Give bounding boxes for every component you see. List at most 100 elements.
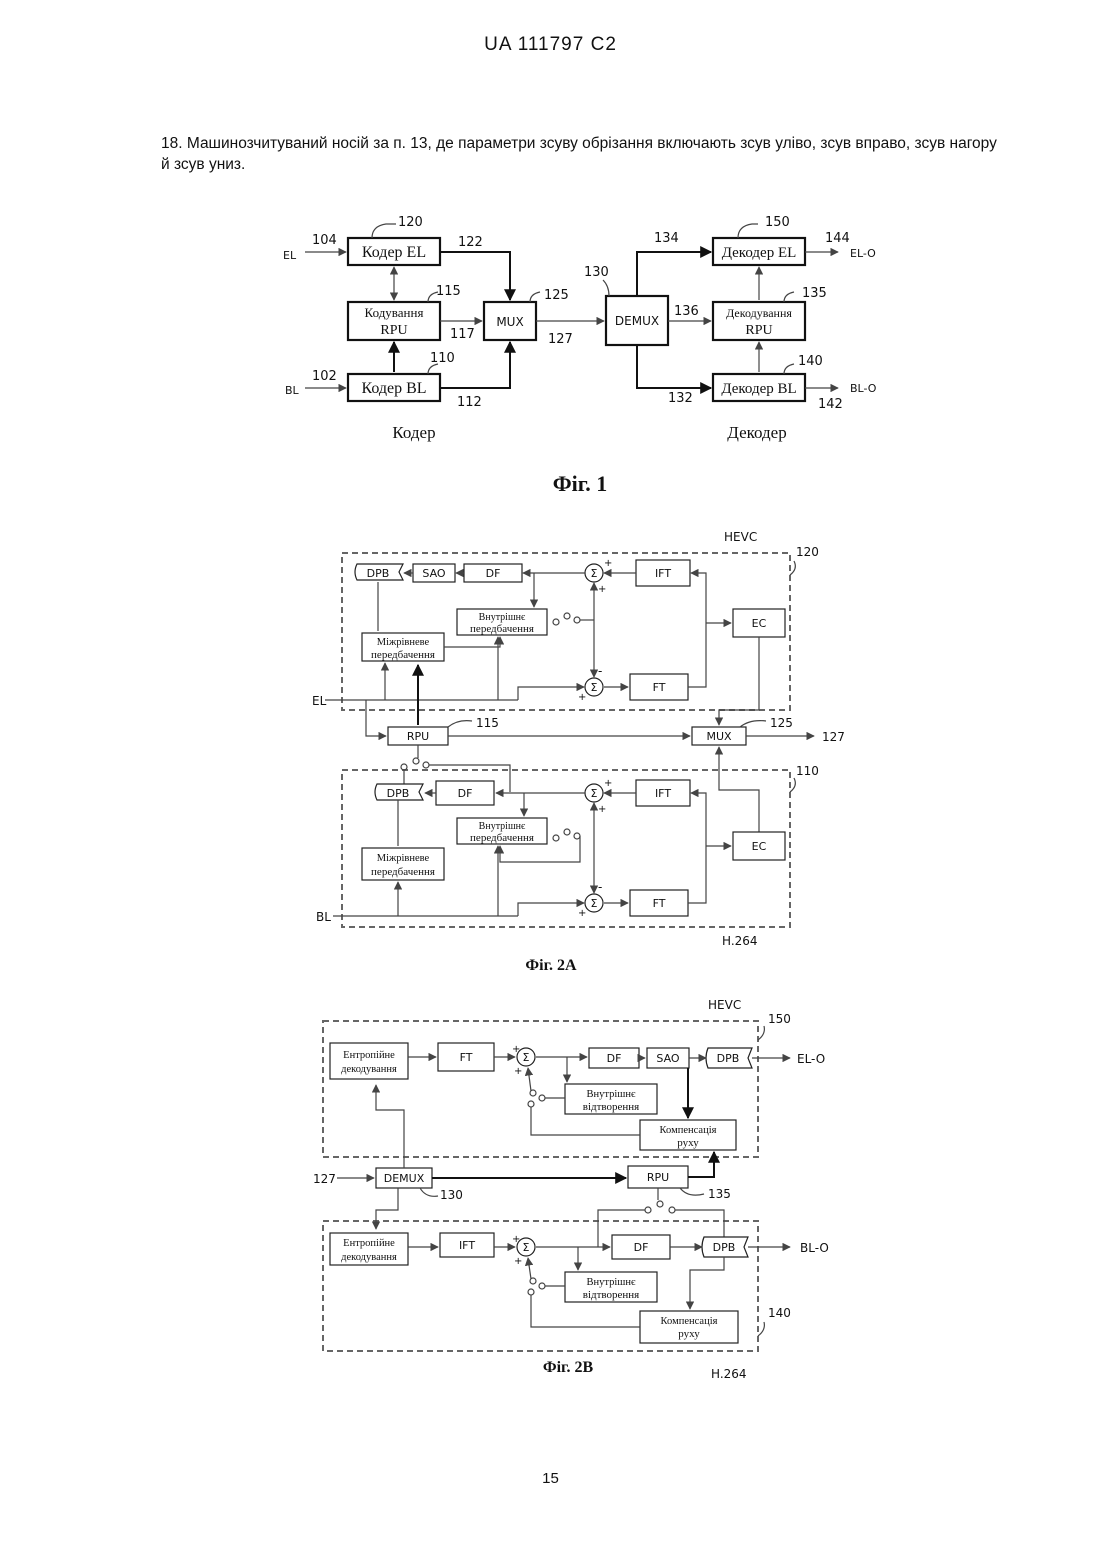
fig2a-plus-5: +: [598, 804, 606, 815]
fig2a-df-bl-label: DF: [458, 787, 473, 800]
fig2a-inter-el-label-1: Міжрівневе: [377, 637, 430, 648]
fig2b-plus-4: +: [514, 1256, 522, 1267]
fig2a-sum-bl-top-label: Σ: [591, 787, 598, 800]
fig2b-df-bl-label: DF: [634, 1241, 649, 1254]
fig2a-sum-el-top-label: Σ: [591, 567, 598, 580]
fig2a-intra-bl-label-2: передбачення: [470, 832, 534, 844]
fig2a-ft-bl-label: FT: [653, 897, 666, 910]
fig1-caption: Фіг. 1: [553, 471, 608, 496]
figure-2b: HEVC H.264 150 140 Ентропійне декодуванн…: [313, 998, 829, 1381]
fig2a-intra-el-label-1: Внутрішнє: [479, 612, 526, 623]
fig1-ref-110: 110: [430, 351, 455, 366]
fig2a-ref-125: 125: [770, 716, 793, 730]
fig2b-ref-135: 135: [708, 1187, 731, 1201]
fig1-rpu-encoding-label-1: Кодування: [365, 305, 424, 320]
fig2b-rpu-label: RPU: [647, 1171, 669, 1184]
fig2a-dpb-bl-label: DPB: [387, 787, 410, 800]
fig1-decoder-bl-label: Декодер BL: [721, 381, 796, 397]
fig2b-df-el-label: DF: [607, 1052, 622, 1065]
fig2a-intra-el-label-2: передбачення: [470, 623, 534, 635]
fig1-input-el: EL: [283, 249, 297, 262]
fig2b-ref-127: 127: [313, 1172, 336, 1186]
fig2a-sum-el-bottom-label: Σ: [591, 681, 598, 694]
fig2b-sum-bl-label: Σ: [523, 1241, 530, 1254]
fig2b-plus-2: +: [514, 1066, 522, 1077]
fig2a-h264-label: H.264: [722, 934, 758, 948]
fig2a-ec-bl-label: EC: [752, 840, 767, 853]
fig1-ref-120: 120: [398, 215, 423, 230]
fig2b-plus-3: +: [512, 1234, 520, 1245]
fig2a-inter-bl-label-2: передбачення: [371, 866, 435, 878]
fig2b-mc-bl-label-1: Компенсація: [661, 1316, 718, 1327]
fig2a-plus-2: +: [598, 584, 606, 595]
fig2b-intra-bl-label-1: Внутрішнє: [587, 1277, 636, 1288]
fig1-decoder-el-label: Декодер EL: [722, 245, 797, 261]
fig1-ref-132: 132: [668, 391, 693, 406]
fig1-ref-130: 130: [584, 265, 609, 280]
fig2b-ref-150: 150: [768, 1012, 791, 1026]
fig2a-dpb-el-label: DPB: [367, 567, 390, 580]
fig2b-dpb-bl-label: DPB: [713, 1241, 736, 1254]
fig2a-ec-el-label: EC: [752, 617, 767, 630]
fig2b-ref-140: 140: [768, 1306, 791, 1320]
fig1-ref-112: 112: [457, 395, 482, 410]
fig2a-df-el-label: DF: [486, 567, 501, 580]
fig2a-bl-input: BL: [316, 910, 331, 924]
fig1-ref-150: 150: [765, 215, 790, 230]
fig1-ref-115: 115: [436, 284, 461, 299]
fig1-decoder-caption: Декодер: [727, 423, 786, 442]
fig2a-caption: Фіг. 2A: [525, 957, 577, 974]
fig2a-ref-115: 115: [476, 716, 499, 730]
fig2a-el-input: EL: [312, 694, 327, 708]
fig1-rpu-decoding-label-2: RPU: [745, 323, 772, 338]
fig1-output-el: EL-O: [850, 247, 876, 260]
fig1-ref-135: 135: [802, 286, 827, 301]
fig2a-ref-127: 127: [822, 730, 845, 744]
fig1-ref-102: 102: [312, 369, 337, 384]
fig2a-sao-label: SAO: [422, 567, 446, 580]
figure-1: Кодер EL Кодування RPU Кодер BL MUX DEMU…: [283, 215, 877, 496]
fig2b-ft-label: FT: [460, 1051, 473, 1064]
fig1-rpu-decoding-label-1: Декодування: [726, 306, 792, 320]
fig1-input-bl: BL: [285, 384, 300, 397]
fig2b-ref-130: 130: [440, 1188, 463, 1202]
fig2b-intra-bl-label-2: відтворення: [583, 1289, 640, 1301]
page-number: 15: [0, 1470, 1101, 1487]
fig2b-mc-bl-label-2: руху: [678, 1328, 700, 1340]
fig2b-caption: Фіг. 2B: [543, 1359, 594, 1376]
fig2a-sum-bl-bottom-label: Σ: [591, 897, 598, 910]
fig1-ref-122: 122: [458, 235, 483, 250]
fig2b-mc-el-label-1: Компенсація: [660, 1125, 717, 1136]
fig2a-ref-120: 120: [796, 545, 819, 559]
fig2a-rpu-label: RPU: [407, 730, 429, 743]
fig1-ref-140: 140: [798, 354, 823, 369]
fig1-ref-142: 142: [818, 397, 843, 412]
fig2a-hevc-label: HEVC: [724, 530, 757, 544]
fig2a-inter-bl-label-1: Міжрівневе: [377, 853, 430, 864]
fig2a-plus-4: +: [604, 778, 612, 789]
fig1-ref-117: 117: [450, 327, 475, 342]
fig2a-ref-110: 110: [796, 764, 819, 778]
fig2a-minus-2: -: [598, 880, 602, 894]
fig2b-h264-label: H.264: [711, 1367, 747, 1381]
fig2b-sao-label: SAO: [656, 1052, 680, 1065]
fig1-output-bl: BL-O: [850, 382, 877, 395]
fig2b-sum-el-label: Σ: [523, 1051, 530, 1064]
fig2b-ift-label: IFT: [459, 1239, 475, 1252]
fig2b-intra-el-label-1: Внутрішнє: [587, 1089, 636, 1100]
fig1-demux-label: DEMUX: [615, 314, 659, 328]
fig1-ref-134: 134: [654, 231, 679, 246]
fig1-ref-127: 127: [548, 332, 573, 347]
fig2a-plus-3: +: [578, 692, 586, 703]
fig2a-ift-bl-label: IFT: [655, 787, 671, 800]
fig1-ref-136: 136: [674, 304, 699, 319]
fig2a-ift-el-label: IFT: [655, 567, 671, 580]
fig2b-entropy-el-label-1: Ентропійне: [343, 1050, 395, 1061]
fig1-ref-144: 144: [825, 231, 850, 246]
fig2b-dpb-el-label: DPB: [717, 1052, 740, 1065]
fig2b-plus-1: +: [512, 1044, 520, 1055]
fig2a-inter-el-label-2: передбачення: [371, 649, 435, 661]
figure-2a: HEVC H.264 120 110 DPB SAO DF Σ + + IFT …: [312, 530, 845, 974]
fig2b-entropy-bl-label-2: декодування: [341, 1252, 397, 1263]
